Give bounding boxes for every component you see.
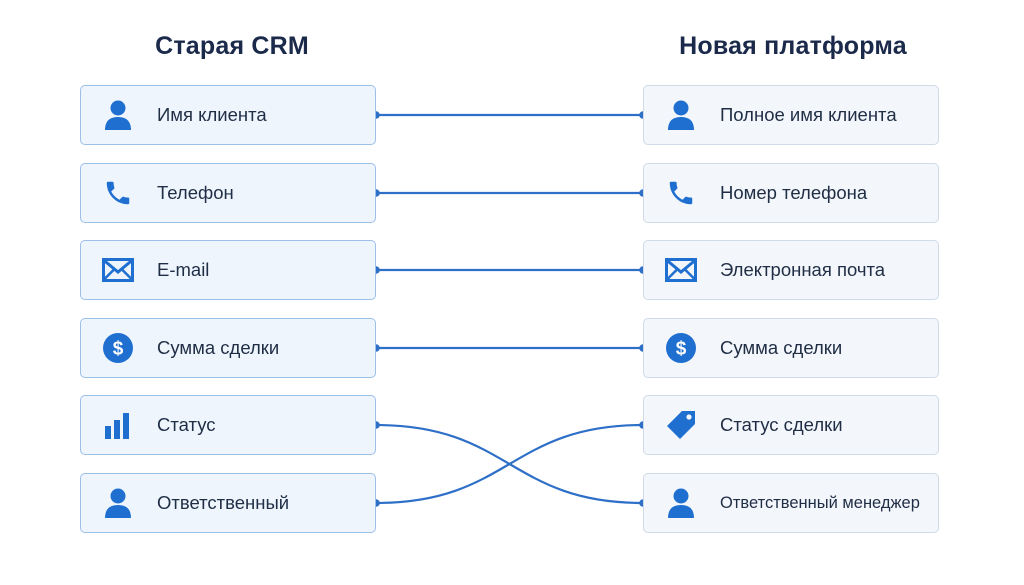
dollar-icon: $ [664, 331, 698, 365]
new-field-label: Полное имя клиента [720, 104, 897, 125]
bar-chart-icon [101, 408, 135, 442]
old-field-label: Сумма сделки [157, 337, 280, 358]
new-field-label: Ответственный менеджер [720, 493, 920, 512]
svg-text:$: $ [676, 339, 687, 360]
new-field-phone-number: Номер телефона [643, 163, 939, 223]
mail-icon [101, 253, 135, 287]
old-crm-title: Старая CRM [155, 32, 309, 60]
user-icon [664, 486, 698, 520]
phone-icon [664, 176, 698, 210]
old-field-responsible: Ответственный [80, 473, 376, 533]
old-field-label: Ответственный [157, 492, 290, 513]
old-field-deal-amount: $ Сумма сделки [80, 318, 376, 378]
new-field-label: Электронная почта [720, 259, 886, 280]
tag-icon [664, 408, 698, 442]
user-icon [664, 98, 698, 132]
new-field-full-client-name: Полное имя клиента [643, 85, 939, 145]
old-field-label: Имя клиента [157, 104, 267, 125]
phone-icon [101, 176, 135, 210]
new-field-label: Сумма сделки [720, 337, 843, 358]
old-field-status: Статус [80, 395, 376, 455]
new-field-responsible-manager: Ответственный менеджер [643, 473, 939, 533]
old-field-label: Статус [157, 414, 216, 435]
new-field-email: Электронная почта [643, 240, 939, 300]
new-platform-title: Новая платформа [679, 32, 907, 60]
new-field-label: Статус сделки [720, 414, 843, 435]
old-field-email: E-mail [80, 240, 376, 300]
new-field-deal-status: Статус сделки [643, 395, 939, 455]
old-field-label: Телефон [157, 182, 234, 203]
user-icon [101, 98, 135, 132]
old-field-phone: Телефон [80, 163, 376, 223]
new-field-label: Номер телефона [720, 182, 868, 203]
new-field-deal-amount: $ Сумма сделки [643, 318, 939, 378]
dollar-icon: $ [101, 331, 135, 365]
old-field-client-name: Имя клиента [80, 85, 376, 145]
svg-text:$: $ [113, 339, 124, 360]
user-icon [101, 486, 135, 520]
mapping-link [375, 423, 644, 505]
old-field-label: E-mail [157, 259, 210, 280]
mail-icon [664, 253, 698, 287]
